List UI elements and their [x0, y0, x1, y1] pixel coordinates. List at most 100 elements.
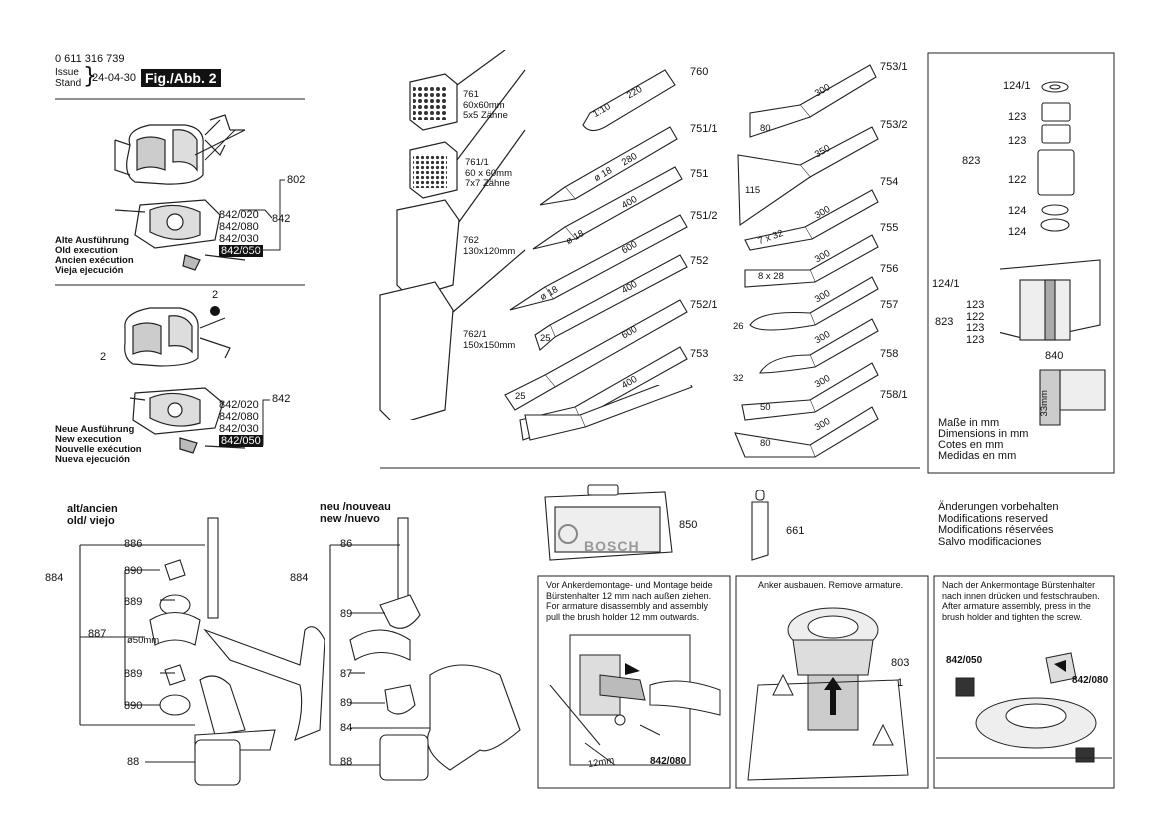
panel1-drawing	[549, 634, 721, 766]
bushing-tools-drawing	[379, 50, 526, 420]
width-80-b: 80	[760, 438, 771, 449]
panel2-drawing	[747, 607, 909, 781]
ref-889-a: 889	[124, 596, 143, 608]
part-number: 0 611 316 739	[55, 53, 125, 65]
chisels-b-drawing	[734, 64, 879, 458]
old-execution-text: Alte Ausführung Old execution Ancien exé…	[55, 235, 134, 276]
ref-756: 756	[880, 263, 899, 275]
ref-842-new: 842	[272, 393, 291, 405]
rb-dim-33: 33mm	[1038, 390, 1050, 417]
panel1-ref: 842/080	[650, 756, 687, 767]
rb-123-d: 123	[966, 322, 985, 334]
ref-755: 755	[880, 222, 899, 234]
ref-754: 754	[880, 176, 899, 188]
ref-757: 757	[880, 299, 899, 311]
ref-758-1: 758/1	[880, 389, 908, 401]
rb-123-c: 123	[966, 299, 985, 311]
rb-124-a: 124	[1008, 205, 1027, 217]
ref-887: 887	[88, 628, 107, 640]
ref-89-a: 89	[340, 608, 353, 620]
rb-124-1-a: 124/1	[1003, 80, 1031, 92]
ref-751: 751	[690, 168, 709, 180]
panel3-ref-842-080: 842/080	[1072, 675, 1109, 686]
ref-850: 850	[679, 519, 698, 531]
panel3-ref-842-050: 842/050	[946, 655, 983, 666]
ref-760: 760	[690, 66, 709, 78]
ref-86: 86	[340, 538, 353, 550]
rb-123-a: 123	[1008, 111, 1027, 123]
ref-802: 802	[287, 174, 306, 186]
old-part-labels: 842/020 842/080 842/030 842/050	[219, 209, 263, 257]
ref-890-a: 890	[124, 565, 143, 577]
new-part-labels: 842/020 842/080 842/030 842/050	[219, 399, 263, 447]
width-115: 115	[745, 185, 761, 196]
stand-label: Stand	[55, 78, 82, 89]
ref-842-old: 842	[272, 213, 291, 225]
rb-124-b: 124	[1008, 226, 1027, 238]
panel2-text: Anker ausbauen. Remove armature.	[758, 580, 904, 590]
old-bracket-lines	[240, 179, 285, 251]
rb-823-b: 823	[935, 316, 954, 328]
carry-case-drawing	[544, 484, 673, 561]
width-26: 26	[733, 321, 744, 332]
ref-84: 84	[340, 722, 353, 734]
ref-2-top: 2	[212, 289, 219, 301]
issue-date: 24-04-30	[92, 72, 137, 84]
ref-752-1: 752/1	[690, 299, 718, 311]
ref-886: 886	[124, 538, 143, 550]
new-execution-text: Neue Ausführung New execution Nouvelle e…	[55, 424, 142, 465]
width-80-a: 80	[760, 123, 771, 134]
figure-label: Fig./Abb. 2	[141, 69, 221, 87]
ref-751-2: 751/2	[690, 210, 718, 222]
ref-87: 87	[340, 668, 353, 680]
ref-661: 661	[786, 525, 805, 537]
rb-123-b: 123	[1008, 135, 1027, 147]
case-brand: BOSCH	[584, 538, 640, 554]
ref-89-b: 89	[340, 697, 353, 709]
ref-884-old: 884	[45, 572, 64, 584]
rb-840: 840	[1045, 350, 1064, 362]
ref-1: 1	[897, 677, 904, 689]
old-title-2: old/ viejo	[67, 515, 115, 527]
chisel-753-b-drawing	[524, 385, 693, 441]
ref-753: 753	[690, 348, 709, 360]
grease-tube-drawing	[751, 490, 769, 561]
new-title-2: new /nuevo	[320, 513, 380, 525]
new-handle-drawing	[329, 517, 521, 781]
ref-753-2: 753/2	[880, 119, 908, 131]
rb-823-a: 823	[962, 155, 981, 167]
brace: }	[83, 64, 97, 89]
ref-753-1: 753/1	[880, 61, 908, 73]
rb-123-e: 123	[966, 334, 985, 346]
rb-122: 122	[1008, 174, 1027, 186]
ref-88-new: 88	[340, 756, 353, 768]
ref-752: 752	[690, 255, 709, 267]
ref-890-b: 890	[124, 700, 143, 712]
dim-8x28: 8 x 28	[758, 271, 784, 282]
ref-88-old: 88	[127, 756, 140, 768]
spindle-parts-drawing	[1000, 81, 1106, 426]
width-25-b: 25	[515, 391, 526, 402]
new-bracket-lines	[255, 399, 270, 446]
old-handle-drawing	[79, 517, 325, 786]
issue-label: Issue	[55, 67, 79, 78]
ref-884-new: 884	[290, 572, 309, 584]
dia-50: ø50mm	[127, 635, 160, 646]
new-title-1: neu /nouveau	[320, 501, 391, 513]
ref-758: 758	[880, 348, 899, 360]
width-25-a: 25	[540, 333, 551, 344]
width-32: 32	[733, 373, 744, 384]
width-50-b: 50	[760, 402, 771, 413]
brush-holder-new-drawing	[124, 306, 246, 454]
brush-holder-old-drawing	[114, 114, 246, 271]
old-title-1: alt/ancien	[67, 503, 118, 515]
ref-2-left: 2	[100, 351, 107, 363]
